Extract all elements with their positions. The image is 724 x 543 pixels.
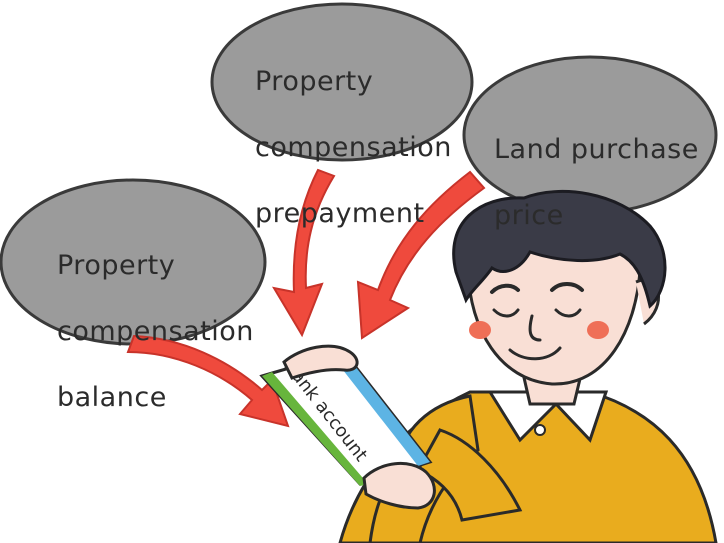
arrow-land [356,170,486,340]
shirt-button [534,424,546,436]
cheek-right [587,321,609,339]
smile [508,346,562,361]
hand-top [282,344,359,380]
passbook-green-stripe [262,372,368,486]
passbook-blue-stripe [332,352,430,466]
bubble-land-line1: Land purchase [494,134,699,165]
bubble-balance-line2: compensation [57,316,254,347]
shirt-collar [487,390,609,443]
arrow-prepayment [271,168,336,338]
bubble-land-text: Land purchase price [494,100,699,265]
bubble-balance-text: Property compensation balance [57,216,254,447]
bubble-prepayment-line3: prepayment [255,198,425,229]
hair [452,189,667,309]
cheek-left [469,321,491,339]
bubble-balance-line1: Property [57,250,176,281]
passbook: Bank account [259,350,433,486]
bubble-balance-line3: balance [57,382,167,413]
right-sleeve [415,428,523,522]
bubble-prepayment-text: Property compensation prepayment [255,32,452,263]
bubble-land-line2: price [494,200,564,231]
bubble-prepayment [210,2,474,162]
bubble-prepayment-line1: Property [255,66,374,97]
bubble-prepayment-line2: compensation [255,132,452,163]
hand-bottom [362,461,436,510]
